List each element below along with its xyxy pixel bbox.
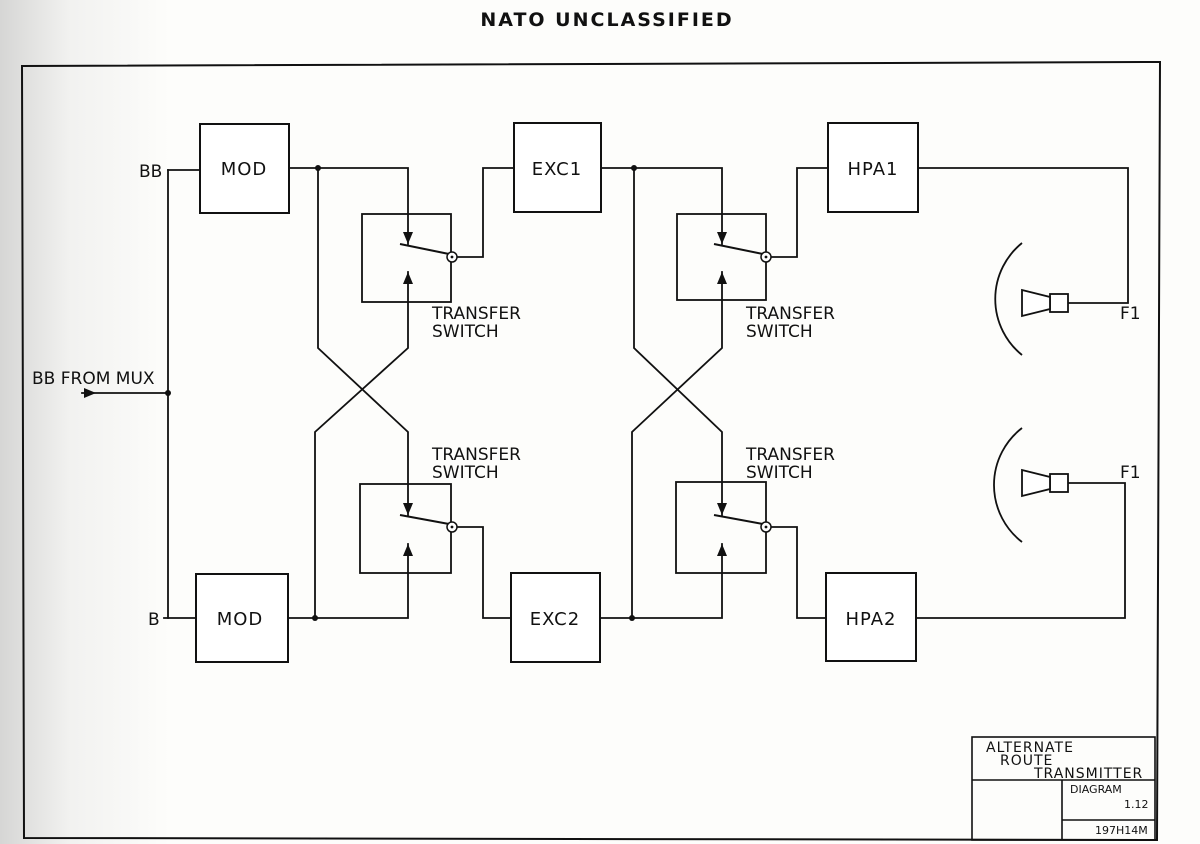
block-exc2: EXC2 [510,572,601,663]
block-hpa2: HPA2 [825,572,917,662]
wire-switch4-to-hpa2 [770,526,827,619]
block-label-hpa1: HPA1 [847,159,898,180]
output-label-f1-bottom: F1 [1120,463,1141,483]
output-label-f1-top: F1 [1120,304,1141,324]
junction-dot [315,165,321,171]
antenna-1-icon [994,242,1069,356]
wire-exc1-to-switch3 [600,167,723,245]
switch3-label-line2: SWITCH [746,322,813,342]
title-line-1: ALTERNATE [986,740,1074,756]
block-exc1: EXC1 [513,122,602,213]
transfer-switch-2 [359,483,458,574]
switch2-label-line1: TRANSFER [431,445,521,465]
wire-hpa2-to-antenna2 [915,482,1126,619]
input-label-b: B [148,610,160,630]
switch1-label-line1: TRANSFER [431,304,521,324]
drawing-frame [20,60,1162,842]
switch3-label-line1: TRANSFER [745,304,835,324]
wire-exc2-to-switch4 [599,543,723,619]
wire-mod-bottom-to-switch2 [287,543,409,619]
input-label-bb-from-mux: BB FROM MUX [32,369,155,389]
wire-switch2-to-exc2 [456,526,512,619]
block-label-mod-top: MOD [221,159,268,180]
title-line-3: TRANSMITTER [1033,766,1143,782]
block-mod-top: MOD [199,123,290,214]
junction-dot [312,615,318,621]
wire-exc1-to-switch4 [633,167,723,516]
diagram-number: 1.12 [1124,798,1149,811]
junction-dot [165,390,171,396]
input-label-bb: BB [139,162,162,182]
transfer-switch-1 [361,213,458,303]
switch2-label-line2: SWITCH [432,463,499,483]
block-label-exc1: EXC1 [532,159,582,180]
block-mod-bottom: MOD [195,573,289,663]
junction-dot [631,165,637,171]
wire-mod-top-to-switch1 [288,167,409,245]
wire-mod-bottom-to-switch1 [314,271,409,619]
block-label-hpa2: HPA2 [845,609,896,630]
title-block [971,736,1156,841]
wire-switch1-to-exc1 [456,167,515,258]
antenna-2-icon [993,427,1069,543]
wire-mod-top-to-switch2 [317,167,409,516]
drawing-number: 197H14M [1095,824,1148,837]
diagram-label: DIAGRAM [1070,783,1122,796]
block-label-mod-bottom: MOD [217,609,264,630]
transfer-switch-3 [676,213,772,301]
switch4-label-line1: TRANSFER [745,445,835,465]
mux-input-arrow [84,388,96,398]
block-hpa1: HPA1 [827,122,919,213]
wire-hpa1-to-antenna1 [917,167,1129,304]
switch1-label-line2: SWITCH [432,322,499,342]
switch4-label-line2: SWITCH [746,463,813,483]
title-line-2: ROUTE [1000,753,1053,769]
block-label-exc2: EXC2 [530,609,580,630]
wire-exc2-to-switch3 [631,271,723,619]
transfer-switch-4 [675,481,772,574]
classification-header: NATO UNCLASSIFIED [480,9,733,31]
wire-switch3-to-hpa1 [770,167,829,258]
junction-dot [629,615,635,621]
